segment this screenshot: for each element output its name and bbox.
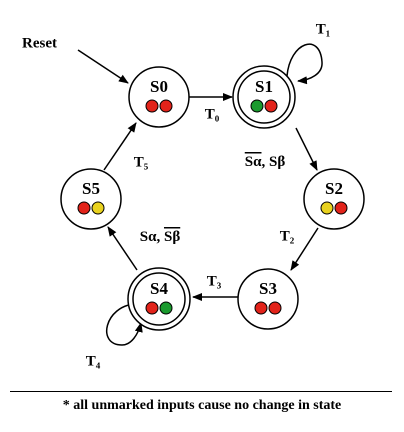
reset-label: Reset (22, 35, 57, 51)
state-s1: S1 (232, 65, 296, 129)
state-s2-light-2 (334, 201, 348, 215)
state-s1-light-2 (264, 99, 278, 113)
edge-label-s3-s4: T₃ (207, 273, 222, 289)
state-s5-light-2 (91, 201, 105, 215)
footnote-divider (10, 391, 392, 392)
edge-label-s4-s5-overbar: Sβ (164, 229, 180, 245)
state-s3: S3 (237, 268, 299, 330)
state-s0-light-2 (159, 99, 173, 113)
state-s5-label: S5 (82, 179, 100, 198)
edge-label-s4-s5-rest: Sα, (140, 229, 164, 245)
state-s0-light-1 (145, 99, 159, 113)
edge-label-s4-s5: Sα, Sβ (140, 229, 181, 245)
state-s3-light-1 (254, 301, 268, 315)
edge-s5-s0 (103, 122, 137, 171)
state-s5: S5 (60, 168, 122, 230)
state-s3-label: S3 (259, 279, 277, 298)
state-s3-light-2 (268, 301, 282, 315)
footnote: * all unmarked inputs cause no change in… (62, 398, 342, 413)
edge-label-s1-s2-overbar: Sα (245, 154, 262, 170)
edge-label-s4-loop: T₄ (86, 353, 101, 369)
edge-label-s5-s0: T₅ (134, 154, 149, 170)
edge-s4-s5 (107, 226, 138, 271)
state-s0: S0 (128, 66, 190, 128)
state-s5-light-1 (77, 201, 91, 215)
state-s1-label: S1 (255, 77, 273, 96)
state-s0-label: S0 (150, 77, 168, 96)
edge-s2-s3 (290, 227, 319, 271)
state-s4: S4 (127, 267, 191, 331)
state-s2-light-1 (320, 201, 334, 215)
reset-arrow (77, 49, 129, 84)
edge-label-s0-s1: T₀ (205, 106, 220, 122)
state-s4-light-1 (145, 301, 159, 315)
state-s4-light-2 (159, 301, 173, 315)
state-s2-label: S2 (325, 179, 343, 198)
edge-label-s2-s3: T₂ (280, 228, 295, 244)
edge-label-s1-s2: Sα, Sβ (245, 154, 286, 170)
edge-s4-loop (105, 303, 143, 346)
edge-label-s1-s2-rest: , Sβ (261, 154, 285, 170)
state-s2: S2 (303, 168, 365, 230)
edge-s1-loop (286, 43, 323, 85)
state-s4-label: S4 (150, 279, 168, 298)
edge-s1-s2 (295, 127, 318, 171)
state-s1-light-1 (250, 99, 264, 113)
edge-label-s1-loop: T₁ (316, 21, 331, 37)
